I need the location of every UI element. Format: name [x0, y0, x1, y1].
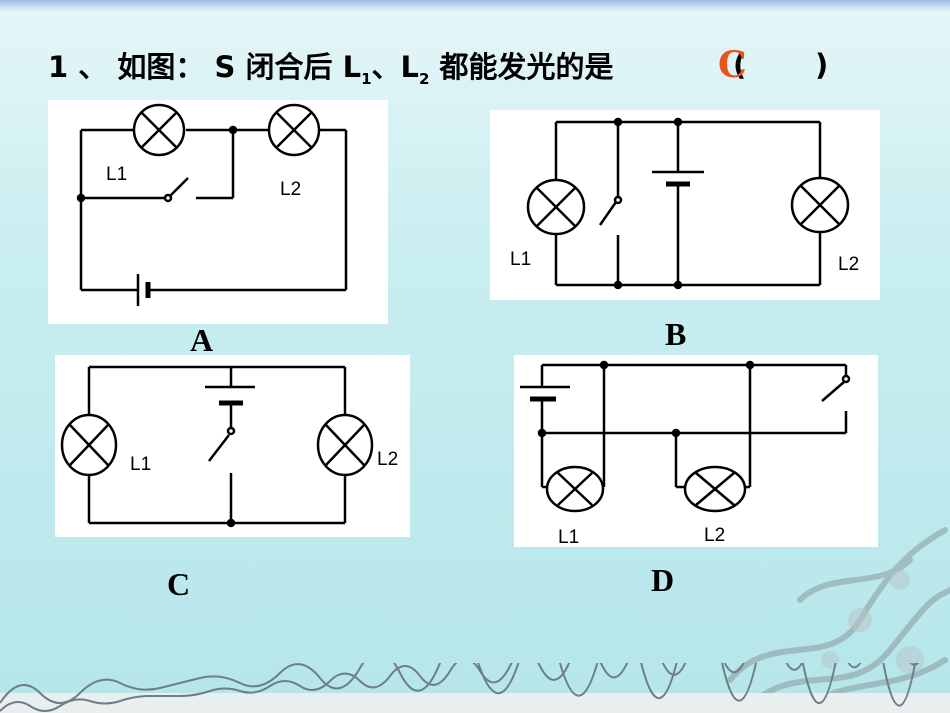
caption-a: A: [190, 322, 214, 358]
caption-b: B: [665, 316, 687, 352]
lamp-icon: [267, 103, 321, 157]
diagram-d: L1 L2: [514, 355, 878, 547]
dragon-decoration: [727, 527, 950, 708]
top-band: [0, 0, 950, 12]
label-l1: L1: [106, 164, 127, 185]
sub-1: 1: [361, 69, 372, 88]
lamp-icon: [683, 465, 747, 513]
label-l2: L2: [280, 179, 301, 200]
paren-open: (: [733, 48, 747, 82]
caption-d: D: [651, 562, 675, 598]
lamp-icon: [545, 465, 605, 513]
diagram-c: L1 L2: [55, 355, 410, 537]
lamp-icon: [526, 178, 586, 236]
label-l2: L2: [704, 525, 725, 546]
question-number: 1: [48, 50, 69, 84]
diagram-b: L1 L2: [490, 110, 880, 300]
question-prefix: 如图： S 闭合后 L: [117, 50, 362, 84]
label-l1: L1: [558, 527, 579, 547]
lamp-icon: [132, 103, 186, 157]
label-l2: L2: [838, 254, 859, 275]
lamp-icon: [790, 176, 850, 234]
caption-c: C: [167, 566, 191, 602]
question-text: 1 、 如图： S 闭合后 L1、L2 都能发光的是: [48, 44, 908, 94]
question-separator: 、: [78, 50, 108, 84]
lamp-icon: [316, 413, 374, 477]
label-l1: L1: [510, 249, 531, 270]
label-l1: L1: [130, 454, 151, 475]
sub-2: 2: [419, 69, 430, 88]
question-mid: 、L: [371, 50, 419, 84]
label-l2: L2: [377, 449, 398, 470]
question-suffix: 都能发光的是: [429, 50, 614, 84]
paren-close: ): [815, 48, 829, 82]
diagram-a: L1 L2: [48, 100, 388, 324]
lamp-icon: [60, 413, 118, 477]
answer-letter: C: [718, 44, 747, 86]
wave-border: [0, 663, 950, 713]
